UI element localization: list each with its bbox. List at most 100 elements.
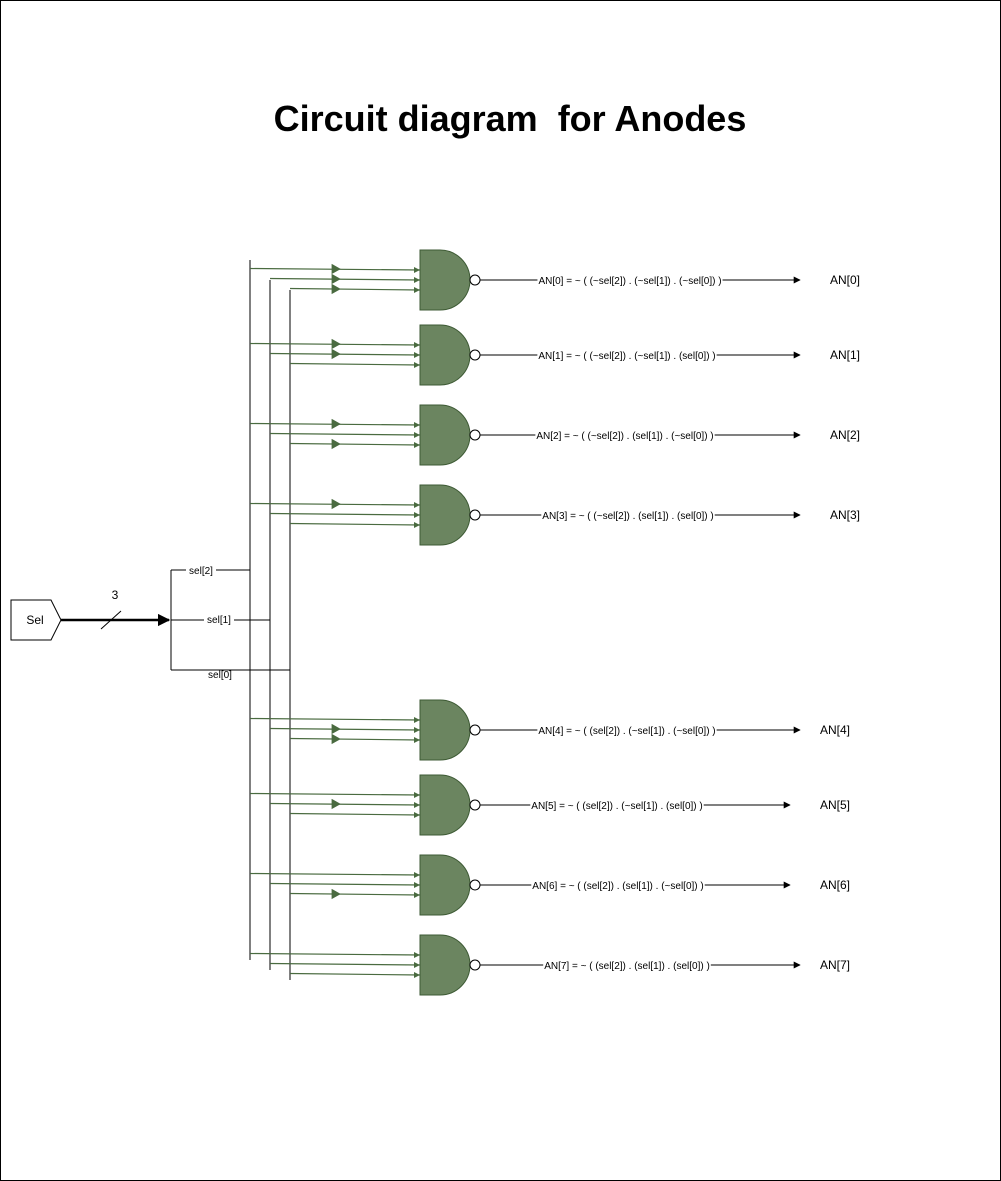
nand-gate-body — [419, 854, 471, 916]
inversion-bubble — [469, 724, 481, 736]
input-arrowhead — [414, 872, 420, 878]
gate-input-wire — [289, 972, 421, 976]
input-arrowhead — [414, 952, 420, 958]
input-arrowhead — [414, 727, 420, 733]
bus-splitter: sel[2] sel[1] sel[0] — [170, 564, 290, 681]
gate-input-wire — [269, 727, 421, 731]
nand-gate-body — [419, 699, 471, 761]
expression-label-bg — [535, 431, 715, 442]
output-label-an4: AN[4] — [820, 723, 850, 737]
gate-input-wire — [269, 277, 421, 281]
gate-input-wire — [249, 717, 421, 721]
input-arrowhead — [414, 352, 420, 358]
input-arrowhead — [414, 277, 420, 283]
inversion-bubble — [469, 349, 481, 361]
output-label-an5: AN[5] — [820, 798, 850, 812]
input-arrowhead — [414, 717, 420, 723]
select-rails — [249, 260, 291, 980]
nand-gate-body — [419, 934, 471, 996]
not-triangle-icon — [331, 348, 341, 360]
input-arrowhead — [414, 342, 420, 348]
not-triangle-icon — [331, 498, 341, 510]
sel0-label: sel[0] — [208, 670, 232, 681]
gate-expression: AN[1] = ~ ( (~sel[2]) . (~sel[1]) . (sel… — [538, 351, 715, 362]
gate-input-wire — [249, 872, 421, 876]
sel1-label: sel[1] — [207, 615, 231, 626]
nand-gate-body — [419, 404, 471, 466]
input-arrowhead — [414, 502, 420, 508]
gate-input-wire — [289, 362, 421, 366]
sel-port-label: Sel — [26, 613, 43, 627]
gate-expression: AN[6] = ~ ( (sel[2]) . (sel[1]) . (~sel[… — [532, 881, 703, 892]
not-triangle-icon — [331, 273, 341, 285]
nand-gate-body — [419, 324, 471, 386]
not-triangle-icon — [331, 723, 341, 735]
input-arrowhead — [414, 442, 420, 448]
not-triangle-icon — [331, 798, 341, 810]
gate-input-wire — [269, 802, 421, 806]
output-label-an3: AN[3] — [830, 508, 860, 522]
bus-width-label: 3 — [112, 588, 119, 602]
gate-input-wire — [289, 892, 421, 896]
gate-input-wire — [289, 522, 421, 526]
inversion-bubble — [469, 799, 481, 811]
input-arrowhead — [414, 422, 420, 428]
not-triangle-icon — [331, 733, 341, 745]
nand-gate-body — [419, 249, 471, 311]
sel-port-shape — [10, 599, 62, 641]
input-arrowhead — [414, 512, 420, 518]
input-arrowhead — [414, 812, 420, 818]
input-arrowhead — [414, 737, 420, 743]
not-triangle-icon — [331, 338, 341, 350]
output-label-an2: AN[2] — [830, 428, 860, 442]
input-arrowhead — [414, 882, 420, 888]
input-arrowhead — [414, 267, 420, 273]
nand-gates: AN[0] = ~ ( (~sel[2]) . (~sel[1]) . (~se… — [249, 249, 860, 996]
gate-input-wire — [289, 812, 421, 816]
inversion-bubble — [469, 429, 481, 441]
nand-gate-an6: AN[6] = ~ ( (sel[2]) . (sel[1]) . (~sel[… — [249, 854, 850, 916]
gate-input-wire — [269, 962, 421, 966]
gate-expression: AN[0] = ~ ( (~sel[2]) . (~sel[1]) . (~se… — [538, 276, 721, 287]
gate-input-wire — [269, 882, 421, 886]
input-arrowhead — [414, 972, 420, 978]
sel-bus: 3 — [61, 588, 171, 630]
expression-label-bg — [531, 881, 705, 892]
gate-expression: AN[5] = ~ ( (sel[2]) . (~sel[1]) . (sel[… — [531, 801, 702, 812]
sel2-label-bg — [186, 564, 216, 576]
nand-gate-body — [419, 484, 471, 546]
input-arrowhead — [414, 962, 420, 968]
expression-label-bg — [530, 801, 704, 812]
nand-gate-an7: AN[7] = ~ ( (sel[2]) . (sel[1]) . (sel[0… — [249, 934, 850, 996]
gate-expression: AN[2] = ~ ( (~sel[2]) . (sel[1]) . (~sel… — [536, 431, 713, 442]
expression-label-bg — [537, 351, 717, 362]
output-label-an1: AN[1] — [830, 348, 860, 362]
gate-expression: AN[4] = ~ ( (sel[2]) . (~sel[1]) . (~sel… — [538, 726, 715, 737]
gate-input-wire — [269, 432, 421, 436]
gate-input-wire — [269, 512, 421, 516]
input-arrowhead — [414, 362, 420, 368]
output-label-an7: AN[7] — [820, 958, 850, 972]
not-triangle-icon — [331, 263, 341, 275]
gate-expression: AN[7] = ~ ( (sel[2]) . (sel[1]) . (sel[0… — [544, 961, 710, 972]
expression-label-bg — [537, 726, 717, 737]
inversion-bubble — [469, 509, 481, 521]
nand-gate-an5: AN[5] = ~ ( (sel[2]) . (~sel[1]) . (sel[… — [249, 774, 850, 836]
input-arrowhead — [414, 287, 420, 293]
gate-input-wire — [289, 442, 421, 446]
gate-input-wire — [269, 352, 421, 356]
nand-gate-an3: AN[3] = ~ ( (~sel[2]) . (sel[1]) . (sel[… — [249, 484, 860, 546]
nand-gate-body — [419, 774, 471, 836]
diagram-title: Circuit diagram for Anodes — [273, 98, 747, 139]
expression-label-bg — [541, 511, 715, 522]
input-arrowhead — [414, 792, 420, 798]
sel1-label-bg — [204, 614, 234, 626]
nand-gate-an2: AN[2] = ~ ( (~sel[2]) . (sel[1]) . (~sel… — [249, 404, 860, 466]
not-triangle-icon — [331, 418, 341, 430]
gate-expression: AN[3] = ~ ( (~sel[2]) . (sel[1]) . (sel[… — [542, 511, 713, 522]
nand-gate-an0: AN[0] = ~ ( (~sel[2]) . (~sel[1]) . (~se… — [249, 249, 860, 311]
not-triangle-icon — [331, 283, 341, 295]
inversion-bubble — [469, 879, 481, 891]
nand-gate-an4: AN[4] = ~ ( (sel[2]) . (~sel[1]) . (~sel… — [249, 699, 850, 761]
